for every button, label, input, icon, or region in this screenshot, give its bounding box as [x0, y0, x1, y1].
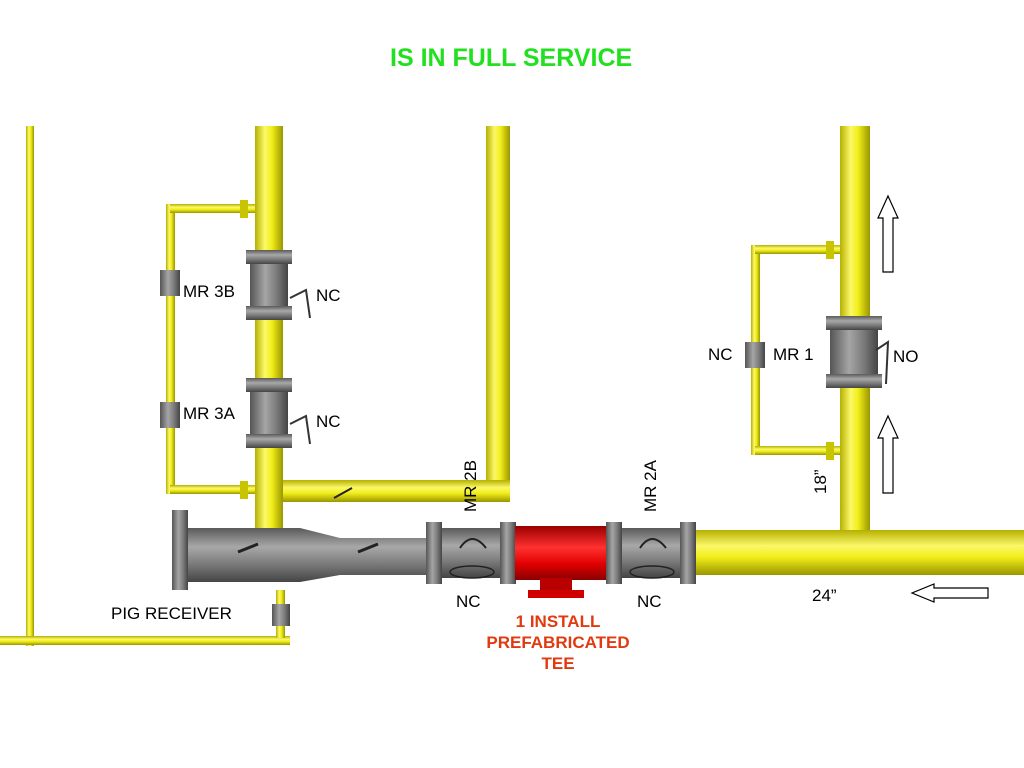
label-mr1: MR 1 [773, 345, 814, 364]
bypass-valve-mr1 [745, 342, 765, 368]
flow-arrow-up-upper [877, 194, 899, 273]
label-pig-receiver: PIG RECEIVER [111, 604, 232, 623]
label-size-24in: 24” [812, 586, 837, 605]
install-note-line2: PREFABRICATED [486, 633, 630, 652]
mr3-bypass-pipe [166, 200, 255, 499]
page-title: IS IN FULL SERVICE [390, 44, 633, 72]
install-note: 1 INSTALL PREFABRICATED TEE [474, 613, 642, 672]
label-mr2b: MR 2B [461, 460, 480, 512]
flow-arrow-left [910, 583, 989, 603]
valve-mr3b [246, 250, 311, 320]
valve-mr1 [826, 316, 890, 388]
valve-mr3a [246, 378, 311, 448]
bypass-valve-mr3b [160, 270, 180, 296]
label-mr3a: MR 3A [183, 404, 235, 423]
label-nc-mr3b: NC [316, 286, 341, 305]
label-mr3b: MR 3B [183, 282, 235, 301]
label-nc-mr2a: NC [637, 592, 662, 611]
flow-arrow-up-lower [877, 414, 899, 494]
label-mr2a: MR 2A [641, 460, 660, 512]
label-size-18in: 18” [811, 469, 830, 494]
vertical-pipe-mr3 [255, 126, 283, 536]
label-no-mr1: NO [893, 347, 919, 366]
install-note-line3: TEE [541, 654, 575, 673]
valve-mr2a [606, 522, 696, 584]
mr2b-branch-pipe [283, 126, 510, 502]
label-nc-bypass-mr1: NC [708, 345, 733, 364]
drain-valve-pig-receiver [272, 604, 290, 626]
main-pipe-24in [690, 530, 1024, 575]
label-nc-mr3a: NC [316, 412, 341, 431]
pig-receiver [172, 510, 430, 590]
label-nc-mr2b: NC [456, 592, 481, 611]
install-note-line1: 1 INSTALL [515, 612, 601, 631]
prefabricated-tee [515, 526, 607, 598]
valve-mr2b [426, 522, 516, 584]
bypass-valve-mr3a [160, 402, 180, 428]
